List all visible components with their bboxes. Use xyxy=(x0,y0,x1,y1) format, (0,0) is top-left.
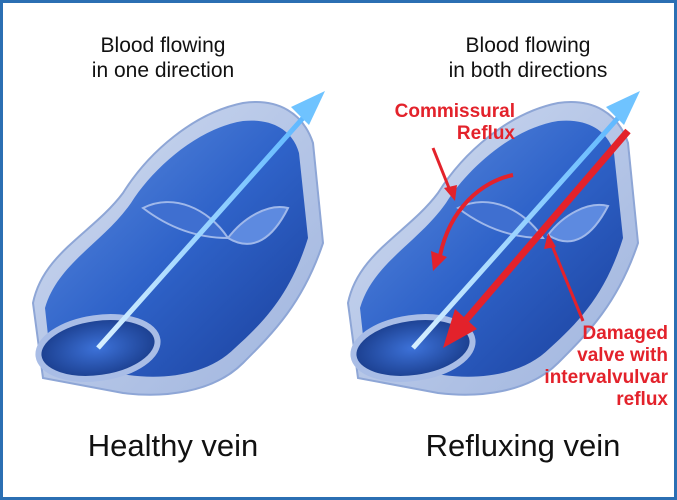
reflux-caption-line1: Blood flowing xyxy=(466,34,591,57)
reflux-caption-line2: in both directions xyxy=(449,59,608,82)
healthy-caption-line1: Blood flowing xyxy=(101,34,226,57)
healthy-caption-line2: in one direction xyxy=(92,59,234,82)
reflux-flow-caption: Blood flowing in both directions xyxy=(393,33,663,83)
damaged-valve-annotation: Damaged valve with intervalvulvar reflux xyxy=(523,323,668,411)
healthy-flow-caption: Blood flowing in one direction xyxy=(43,33,283,83)
healthy-vein-label: Healthy vein xyxy=(33,428,313,464)
healthy-vein-illustration xyxy=(33,91,325,395)
commissural-reflux-annotation: Commissural Reflux xyxy=(365,101,515,145)
refluxing-vein-label: Refluxing vein xyxy=(373,428,673,464)
